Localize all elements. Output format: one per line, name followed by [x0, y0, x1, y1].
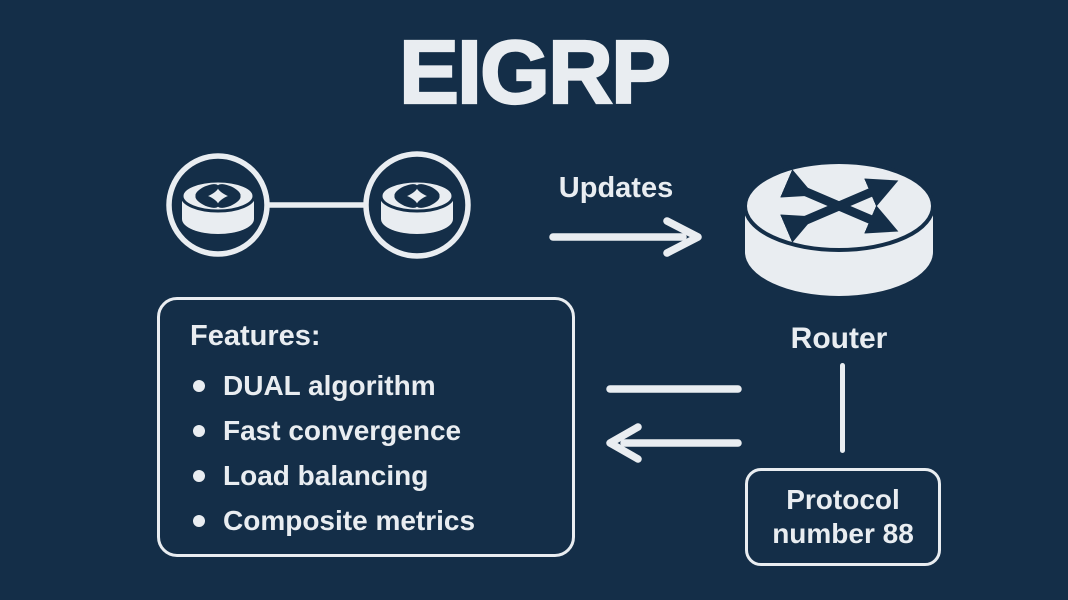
page-title: EIGRP	[398, 22, 672, 124]
feature-item: Fast convergence	[190, 408, 562, 453]
protocol-line1: Protocol	[786, 484, 900, 515]
feature-item: Composite metrics	[190, 498, 562, 543]
features-list: DUAL algorithm Fast convergence Load bal…	[190, 363, 562, 543]
feature-item: Load balancing	[190, 453, 562, 498]
feature-item: DUAL algorithm	[190, 363, 562, 408]
updates-arrow-icon	[549, 217, 702, 257]
connector-line-icon	[840, 363, 845, 453]
router-icon	[743, 160, 935, 296]
return-arrow-icon	[606, 385, 742, 463]
features-box: Features: DUAL algorithm Fast convergenc…	[157, 297, 575, 557]
router-label: Router	[790, 322, 888, 355]
router-node-icon	[166, 153, 270, 257]
features-heading: Features:	[190, 320, 321, 352]
network-nodes-icon	[166, 151, 471, 259]
updates-label: Updates	[558, 172, 674, 204]
protocol-box: Protocol number 88	[745, 468, 941, 566]
router-node-icon	[363, 151, 471, 259]
protocol-line2: number 88	[772, 518, 914, 549]
